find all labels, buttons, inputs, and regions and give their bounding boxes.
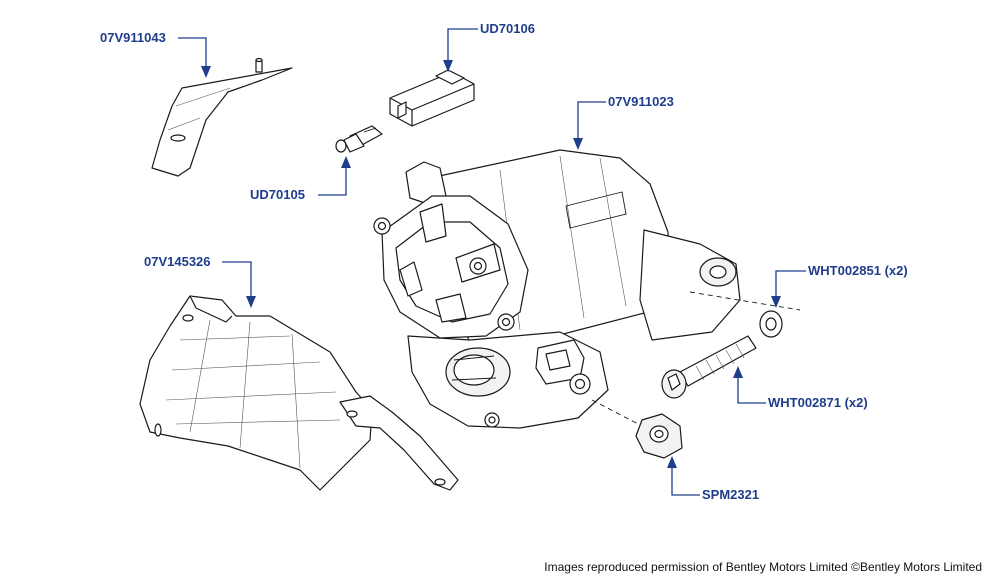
arrow-bracket — [201, 66, 211, 78]
arrow-connector — [443, 60, 453, 72]
label-terminal[interactable]: UD70105 — [250, 187, 305, 202]
bracket-part[interactable] — [151, 57, 293, 177]
label-bolt[interactable]: WHT002871 (x2) — [768, 395, 868, 410]
arrow-shield — [246, 296, 256, 308]
leader-terminal — [318, 162, 347, 196]
label-nut[interactable]: SPM2321 — [702, 487, 760, 502]
starter-motor-part[interactable] — [373, 149, 741, 429]
nut-alignment-line — [591, 399, 643, 427]
leader-shield — [222, 261, 252, 302]
leader-nut — [671, 462, 700, 496]
leader-starter — [577, 101, 606, 144]
arrow-nut — [667, 456, 677, 468]
leader-connector — [447, 28, 478, 66]
terminal-part[interactable] — [335, 125, 383, 153]
washer-alignment-line — [689, 291, 801, 311]
copyright-credit: Images reproduced permission of Bentley … — [544, 560, 982, 574]
leader-washer — [775, 270, 806, 302]
arrow-starter — [573, 138, 583, 150]
leader-bracket — [178, 37, 207, 72]
arrow-bolt — [733, 366, 743, 378]
label-heat-shield[interactable]: 07V145326 — [144, 254, 211, 269]
connector-housing-part[interactable] — [389, 69, 475, 127]
leader-lines — [178, 28, 806, 496]
label-bracket[interactable]: 07V911043 — [100, 30, 166, 45]
washer-part[interactable] — [759, 310, 783, 338]
label-washer[interactable]: WHT002851 (x2) — [808, 263, 908, 278]
label-connector-housing[interactable]: UD70106 — [480, 21, 535, 36]
nut-part[interactable] — [635, 413, 683, 459]
leader-bolt — [737, 372, 766, 404]
bolt-part[interactable] — [661, 335, 757, 399]
heat-shield-part[interactable] — [139, 295, 459, 491]
arrow-washer — [771, 296, 781, 308]
arrow-terminal — [341, 156, 351, 168]
label-starter-motor[interactable]: 07V911023 — [608, 94, 674, 109]
